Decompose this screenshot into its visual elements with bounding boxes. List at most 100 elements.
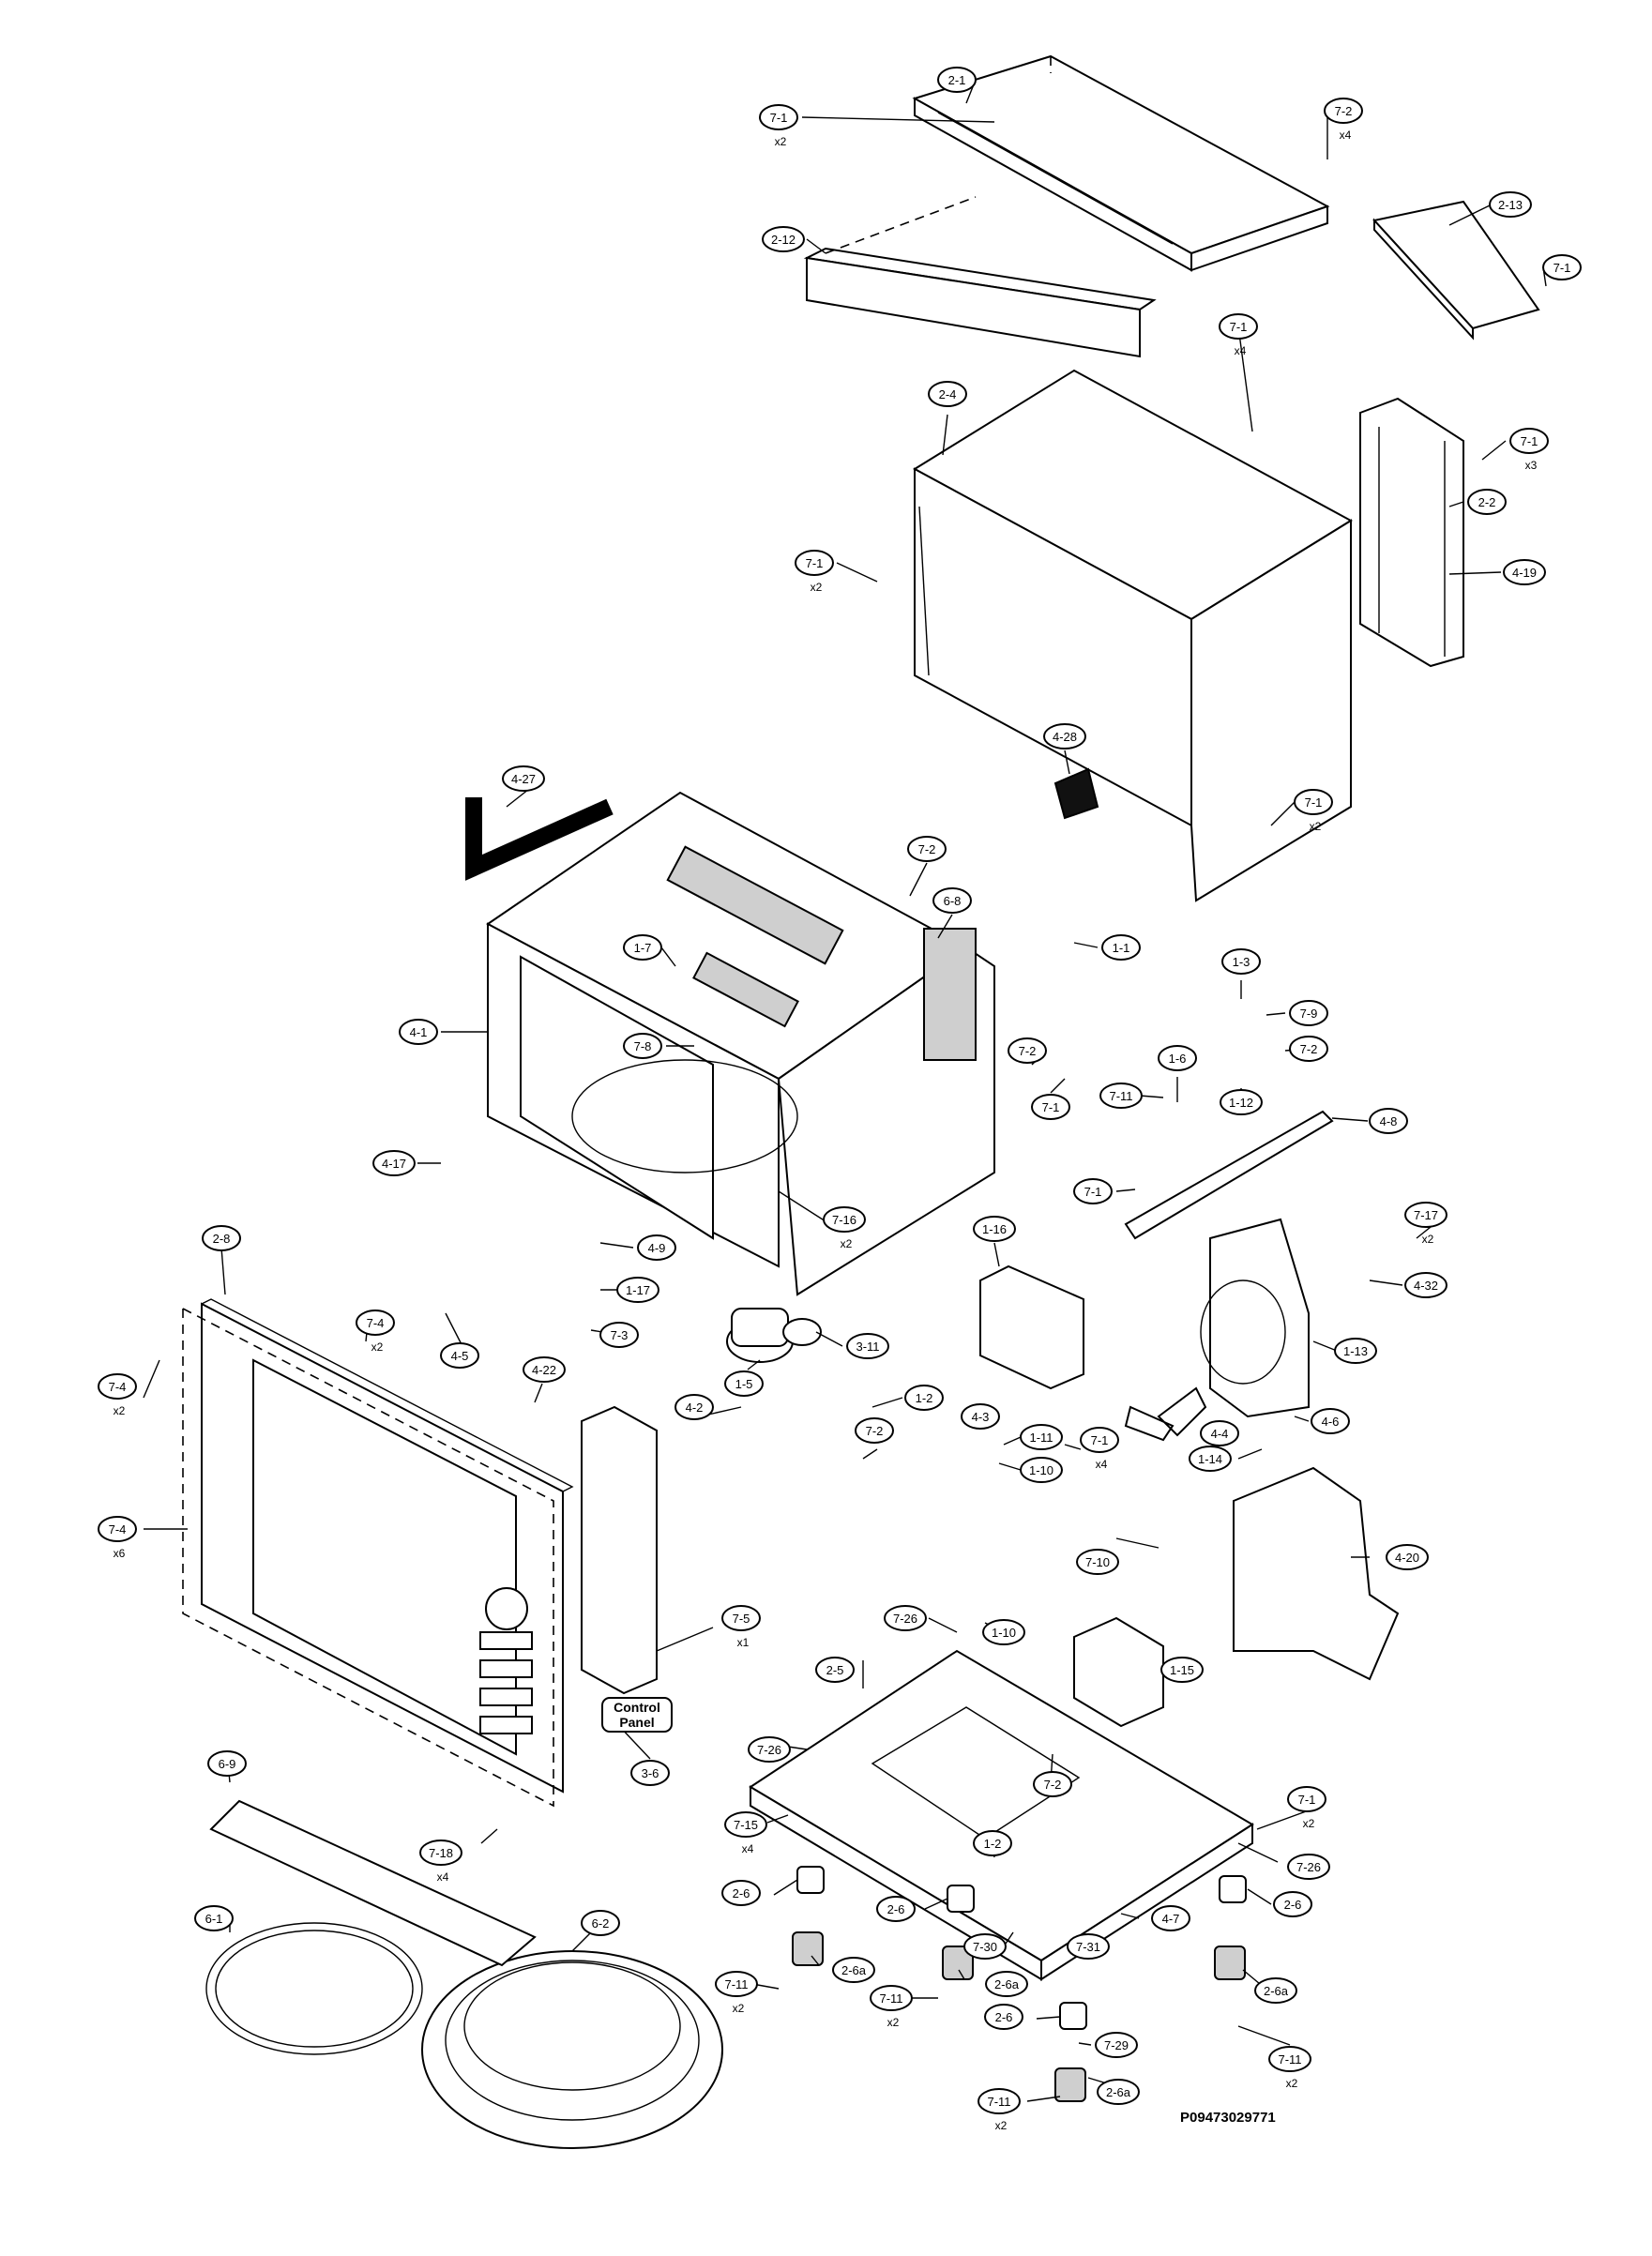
callout-bubble: [795, 550, 834, 576]
callout-label: 6-2: [592, 1916, 610, 1930]
control-panel: [479, 1405, 658, 1734]
callout-4-9: 4-9: [637, 1234, 676, 1261]
callout-7-31: 7-31: [1067, 1933, 1110, 1960]
callout-7-1e: 7-1x2: [795, 550, 834, 594]
callout-bubble: [961, 1403, 1000, 1430]
callout-quantity: x2: [733, 2002, 745, 2015]
callout-label: 1-3: [1233, 955, 1250, 969]
callout-label: 1-16: [982, 1222, 1007, 1236]
callout-bubble: [762, 226, 805, 252]
foot-2-6-a: [792, 1866, 825, 1966]
fan-duct-4-6: [1124, 1218, 1310, 1442]
callout-bubble: [1073, 1178, 1113, 1204]
callout-6-8: 6-8: [932, 887, 972, 914]
callout-bubble: [1067, 1933, 1110, 1960]
callout-7-1g: 7-1: [1031, 1094, 1070, 1120]
callout-label: 4-17: [382, 1157, 406, 1171]
callout-bubble: [884, 1605, 927, 1631]
callout-7-26c: 7-26: [1287, 1854, 1330, 1880]
callout-4-32: 4-32: [1404, 1272, 1447, 1298]
callout-4-1: 4-1: [399, 1019, 438, 1045]
seal-4-27: [465, 797, 614, 881]
callout-bubble: [1200, 1420, 1239, 1446]
callout-7-2f: 7-2: [1033, 1771, 1072, 1797]
callout-bubble: [1008, 1037, 1047, 1064]
callout-label: 2-2: [1478, 495, 1496, 509]
callout-7-9: 7-9: [1289, 1000, 1328, 1026]
callout-2-6a: 2-6: [721, 1880, 761, 1906]
callout-2-2: 2-2: [1467, 489, 1507, 515]
callout-label: 1-1: [1113, 941, 1130, 955]
callout-label: 3-11: [856, 1340, 879, 1354]
callout-6-2: 6-2: [581, 1910, 620, 1936]
callout-label: 4-5: [451, 1349, 469, 1363]
callout-2-6ac: 2-6a: [1254, 1977, 1297, 2004]
callout-bubble: [399, 1019, 438, 1045]
callout-label: 7-2: [1044, 1778, 1062, 1792]
callout-7-29: 7-29: [1095, 2032, 1138, 2058]
callout-7-1j: 7-1x2: [1287, 1786, 1326, 1830]
callout-7-1h: 7-1: [1073, 1178, 1113, 1204]
capacitor-1-5: [726, 1308, 822, 1363]
callout-7-1d: 7-1x3: [1509, 428, 1549, 472]
foot-2-6-c: [1054, 2002, 1087, 2102]
callout-bubble: [1489, 191, 1532, 218]
callout-quantity: x2: [1310, 820, 1322, 833]
callout-bubble: [1287, 1786, 1326, 1812]
callout-label: 1-5: [735, 1377, 753, 1391]
callout-bubble: [985, 1971, 1028, 1997]
callout-label: 6-8: [944, 894, 962, 908]
callout-bubble: [616, 1277, 659, 1303]
callout-label: 7-1: [1521, 434, 1538, 448]
callout-7-26b: 7-26: [748, 1736, 791, 1763]
transformer-1-15: [1073, 1616, 1164, 1728]
callout-quantity: x2: [841, 1237, 853, 1250]
film-6-9: [209, 1799, 537, 1967]
callout-label: 2-6: [1284, 1898, 1302, 1912]
callout-label: 2-6a: [1106, 2085, 1131, 2099]
callout-bubble: [721, 1880, 761, 1906]
callout-bubble: [1273, 1891, 1312, 1917]
callout-2-6ab: 2-6a: [985, 1971, 1028, 1997]
callout-quantity: x2: [775, 135, 787, 148]
callout-label: 1-10: [992, 1626, 1016, 1640]
callout-3-11: 3-11: [846, 1333, 889, 1359]
callout-7-5: 7-5x1: [721, 1605, 761, 1649]
callout-bubble: [1254, 1977, 1297, 2004]
callout-bubble: [832, 1957, 875, 1983]
callout-label: 4-1: [410, 1025, 428, 1039]
callout-quantity: x4: [1340, 129, 1352, 142]
callout-label: 1-17: [626, 1283, 650, 1297]
bracket-4-8: [1124, 1110, 1334, 1240]
callout-7-4b: 7-4x2: [98, 1373, 137, 1417]
callout-label: 7-26: [893, 1612, 917, 1626]
callout-label: 7-1: [770, 111, 788, 125]
control-panel-caption-box: Control Panel: [601, 1697, 673, 1733]
callout-label: 3-6: [642, 1766, 659, 1780]
callout-quantity: x2: [1286, 2077, 1298, 2090]
callout-label: 7-1: [1091, 1433, 1109, 1447]
callout-label: 4-32: [1414, 1279, 1438, 1293]
callout-label: 1-6: [1169, 1052, 1187, 1066]
callout-label: 7-11: [879, 1991, 902, 2006]
callout-2-6aa: 2-6a: [832, 1957, 875, 1983]
callout-label: 4-3: [972, 1410, 990, 1424]
callout-2-13: 2-13: [1489, 191, 1532, 218]
callout-label: 2-6: [995, 2010, 1013, 2024]
callout-7-10: 7-10: [1076, 1549, 1119, 1575]
callout-7-2d: 7-2: [1289, 1036, 1328, 1062]
callout-label: 7-17: [1414, 1208, 1438, 1222]
callout-bubble: [202, 1225, 241, 1251]
callout-label: 1-10: [1029, 1463, 1053, 1477]
callout-bubble: [1151, 1905, 1190, 1931]
callout-bubble: [907, 836, 947, 862]
callout-bubble: [1294, 789, 1333, 815]
callout-bubble: [963, 1933, 1007, 1960]
callout-bubble: [721, 1605, 761, 1631]
callout-label: 2-6a: [994, 1977, 1020, 1991]
callout-label: 4-4: [1211, 1427, 1229, 1441]
outer-case-2-4: [913, 369, 1353, 902]
